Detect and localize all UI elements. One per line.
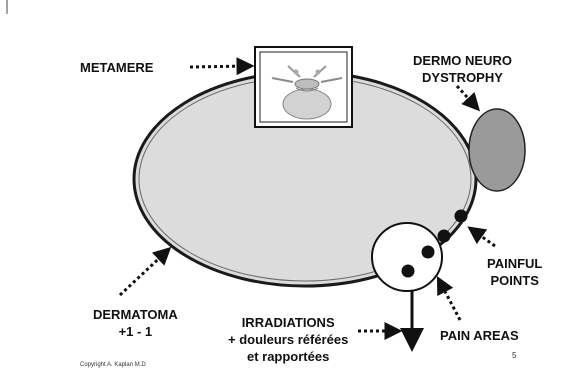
dystrophy-ellipse — [469, 109, 525, 191]
label-irradiations: IRRADIATIONS + douleurs référées et rapp… — [228, 314, 348, 365]
label-dermatoma: DERMATOMA +1 - 1 — [93, 306, 178, 340]
pain-area-point-1 — [422, 246, 435, 259]
arrow-dystrophy — [457, 86, 477, 108]
label-painful-points: PAINFUL POINTS — [487, 255, 542, 289]
arrow-dermatoma — [120, 250, 168, 295]
page-number: 5 — [512, 351, 516, 360]
copyright-text: Copyright A. Kaplan M.D — [80, 362, 146, 368]
arrow-pain-areas — [439, 280, 460, 320]
arrow-painful-points — [471, 229, 495, 246]
label-metamere: METAMERE — [80, 59, 153, 76]
label-dermo-neuro-dystrophy: DERMO NEURO DYSTROPHY — [413, 52, 512, 86]
arrow-metamere — [190, 66, 250, 67]
painful-point-1 — [455, 210, 468, 223]
metamere-box — [255, 47, 352, 127]
pain-area-point-2 — [402, 265, 415, 278]
label-pain-areas: PAIN AREAS — [440, 327, 519, 344]
painful-point-2 — [438, 230, 451, 243]
